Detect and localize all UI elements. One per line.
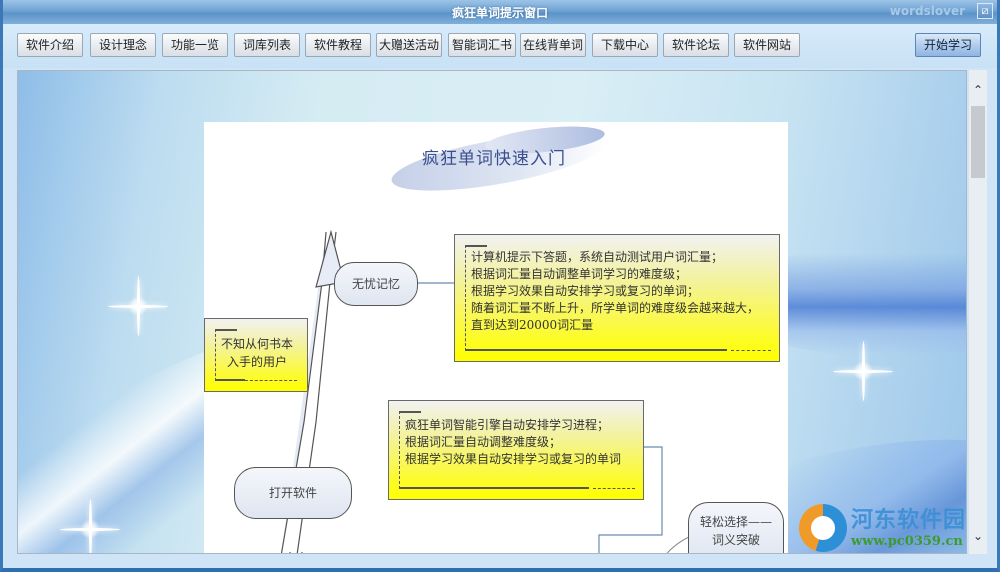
btn-smart-vocab-book[interactable]: 智能词汇书 — [448, 33, 516, 57]
watermark-name: 河东软件园 — [851, 508, 967, 533]
watermark-logo-icon — [799, 504, 847, 552]
note-line: 根据词汇量自动调整难度级； — [405, 435, 562, 449]
btn-word-lists[interactable]: 词库列表 — [234, 33, 300, 57]
note-line: 根据学习效果自动安排学习或复习的单词 — [405, 452, 622, 466]
sparkle-decoration — [108, 276, 168, 336]
brand-label: wordslover — [889, 4, 965, 18]
btn-forum[interactable]: 软件论坛 — [663, 33, 729, 57]
note-line: 不知从何书本 — [221, 337, 294, 351]
sparkle-decoration — [60, 499, 120, 553]
btn-software-intro[interactable]: 软件介绍 — [17, 33, 83, 57]
guide-title: 疯狂单词快速入门 — [422, 149, 566, 169]
vertical-scrollbar[interactable]: ⌃ ⌄ — [969, 70, 987, 554]
guide-banner: 疯狂单词快速入门 — [387, 121, 620, 203]
bubble-label: 词义突破 — [711, 533, 760, 547]
btn-website[interactable]: 软件网站 — [734, 33, 800, 57]
note-line: 根据学习效果自动安排学习或复习的单词； — [471, 284, 700, 298]
note-line: 直到达到20000词汇量 — [471, 318, 594, 332]
watermark: 河东软件园 www.pc0359.cn — [799, 500, 999, 560]
restore-icon[interactable]: ⧄ — [977, 3, 993, 19]
bubble-worry-free-memory: 无忧记忆 — [334, 262, 418, 306]
scrollbar-thumb[interactable] — [971, 106, 985, 178]
chevron-down-icon[interactable]: ⌄ — [972, 529, 984, 543]
btn-features[interactable]: 功能一览 — [162, 33, 228, 57]
start-learning-button[interactable]: 开始学习 — [915, 33, 981, 57]
watermark-url: www.pc0359.cn — [851, 534, 963, 549]
btn-design-concept[interactable]: 设计理念 — [90, 33, 156, 57]
note-line: 计算机提示下答题，系统自动测试用户词汇量； — [471, 250, 724, 264]
note-line: 疯狂单词智能引擎自动安排学习进程； — [405, 418, 610, 432]
toolbar: 软件介绍 设计理念 功能一览 词库列表 软件教程 大赠送活动 智能词汇书 在线背… — [3, 24, 997, 68]
btn-online-memorize[interactable]: 在线背单词 — [520, 33, 586, 57]
btn-download-center[interactable]: 下载中心 — [592, 33, 658, 57]
bubble-open-software: 打开软件 — [234, 467, 352, 519]
bubble-label: 打开软件 — [268, 486, 317, 500]
bubble-easy-choice: 轻松选择—— 词义突破 — [688, 502, 784, 553]
btn-tutorial[interactable]: 软件教程 — [305, 33, 371, 57]
btn-giveaway[interactable]: 大赠送活动 — [376, 33, 442, 57]
note-new-user: 不知从何书本 入手的用户 — [204, 318, 308, 392]
bubble-label: 无忧记忆 — [351, 277, 400, 291]
window-title: 疯狂单词提示窗口 — [451, 6, 548, 20]
guide-document: 疯狂单词快速入门 无忧记忆 打开软件 轻松选择—— 词义突破 — [204, 121, 788, 553]
note-line: 随着词汇量不断上升，所学单词的难度级会越来越大， — [471, 301, 760, 315]
content-viewer: 疯狂单词快速入门 无忧记忆 打开软件 轻松选择—— 词义突破 — [17, 70, 967, 554]
sparkle-decoration — [833, 341, 893, 401]
note-line: 入手的用户 — [227, 355, 288, 369]
bubble-label: 轻松选择—— — [699, 515, 772, 529]
chevron-up-icon[interactable]: ⌃ — [972, 83, 984, 97]
note-line: 根据词汇量自动调整单词学习的难度级； — [471, 267, 688, 281]
title-bar[interactable]: 疯狂单词提示窗口 wordslover ⧄ — [3, 0, 997, 24]
note-smart-engine: 疯狂单词智能引擎自动安排学习进程； 根据词汇量自动调整难度级； 根据学习效果自动… — [388, 400, 644, 500]
note-memory-details: 计算机提示下答题，系统自动测试用户词汇量； 根据词汇量自动调整单词学习的难度级；… — [454, 234, 780, 362]
